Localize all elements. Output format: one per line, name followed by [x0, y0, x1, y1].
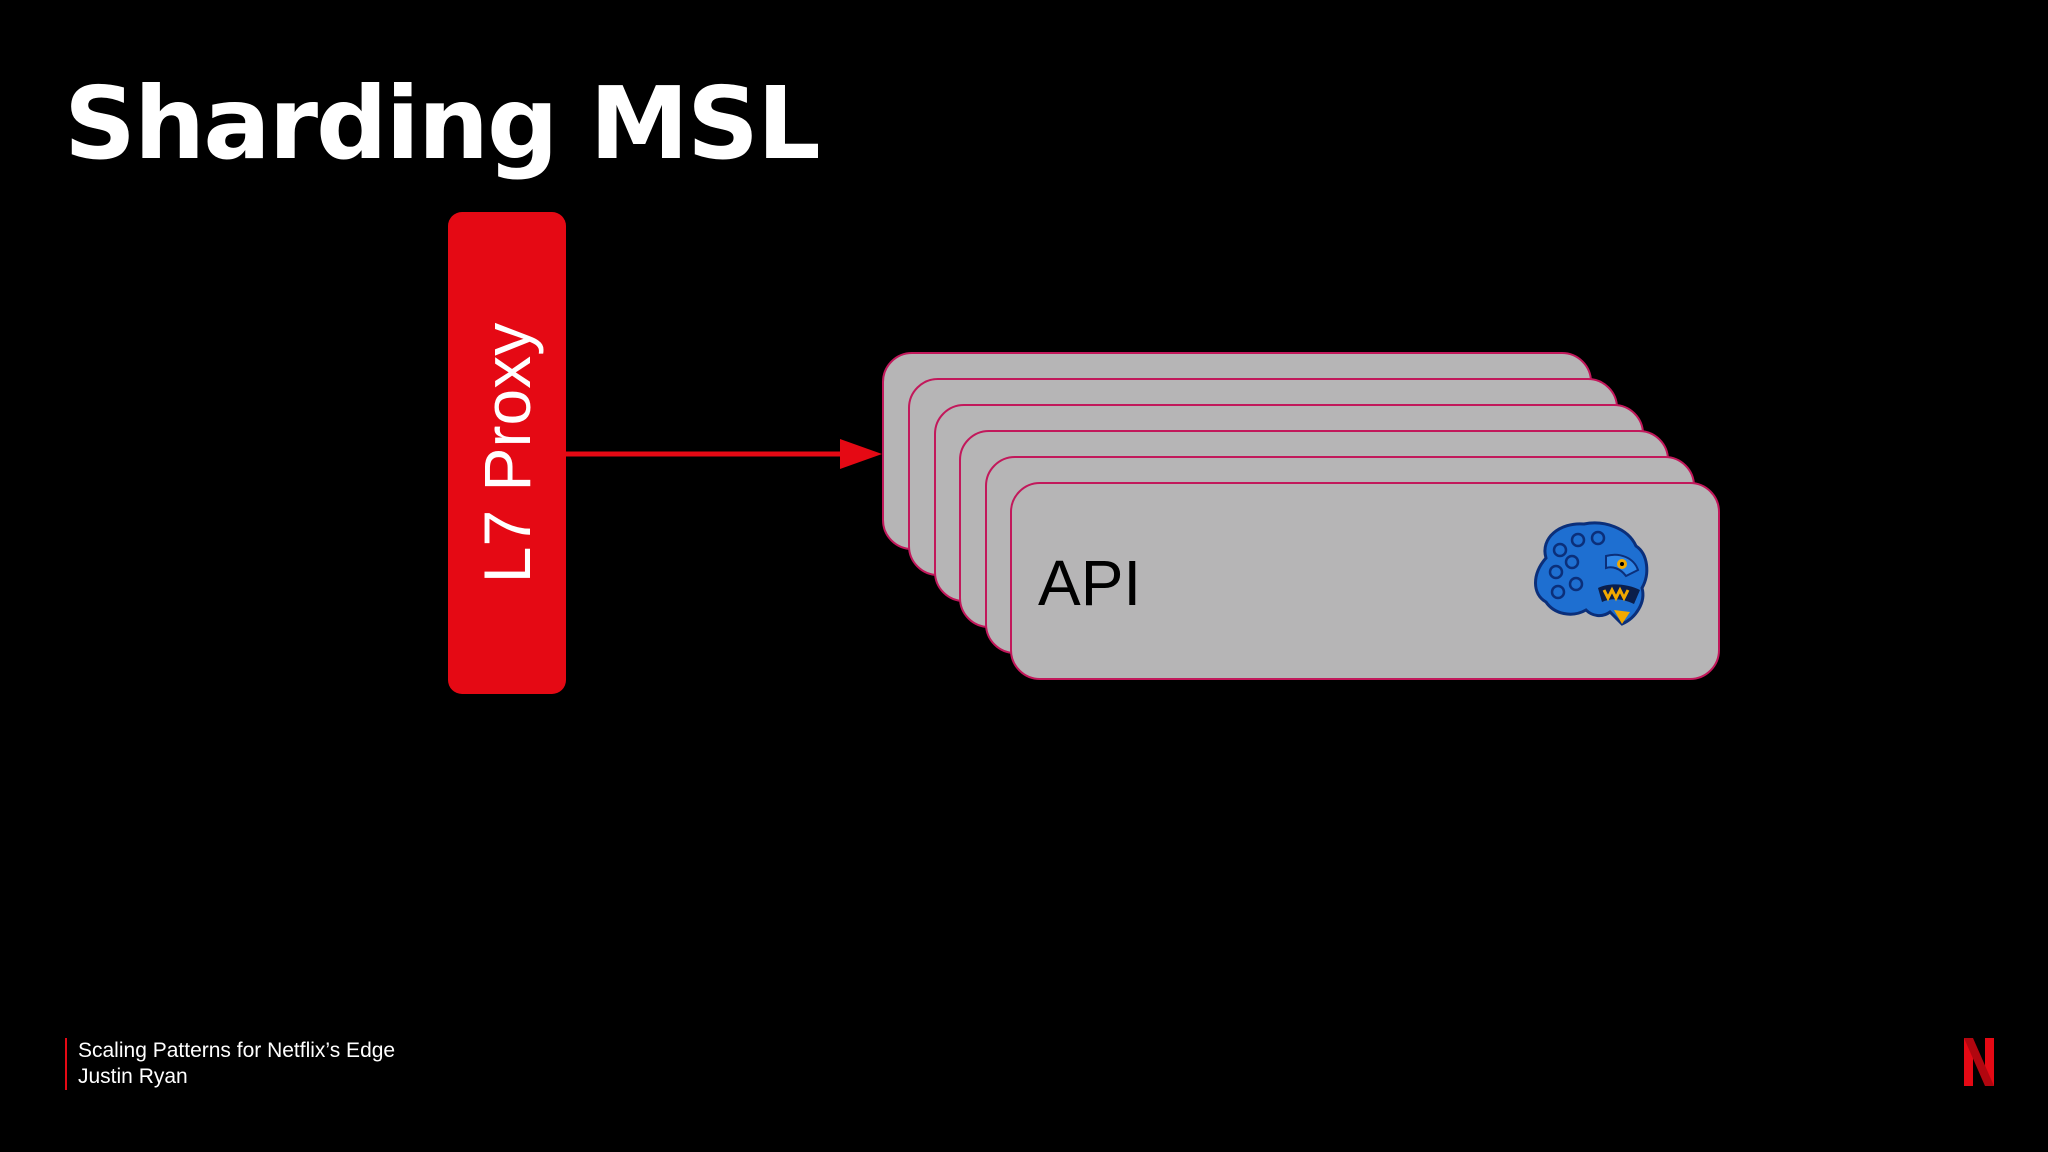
request-arrow: [566, 439, 882, 469]
speaker-name: Justin Ryan: [78, 1065, 188, 1088]
footer-credit: Scaling Patterns for Netflix’s Edge Just…: [65, 1038, 395, 1090]
slide-title: Sharding MSL: [64, 65, 821, 182]
l7-proxy-label: L7 Proxy: [470, 322, 544, 584]
mascot-icon: [1534, 521, 1649, 626]
netflix-logo-icon: [1964, 1038, 1994, 1086]
api-label: API: [1038, 547, 1142, 619]
l7-proxy-box: L7 Proxy: [448, 212, 566, 694]
talk-title: Scaling Patterns for Netflix’s Edge: [78, 1039, 396, 1062]
